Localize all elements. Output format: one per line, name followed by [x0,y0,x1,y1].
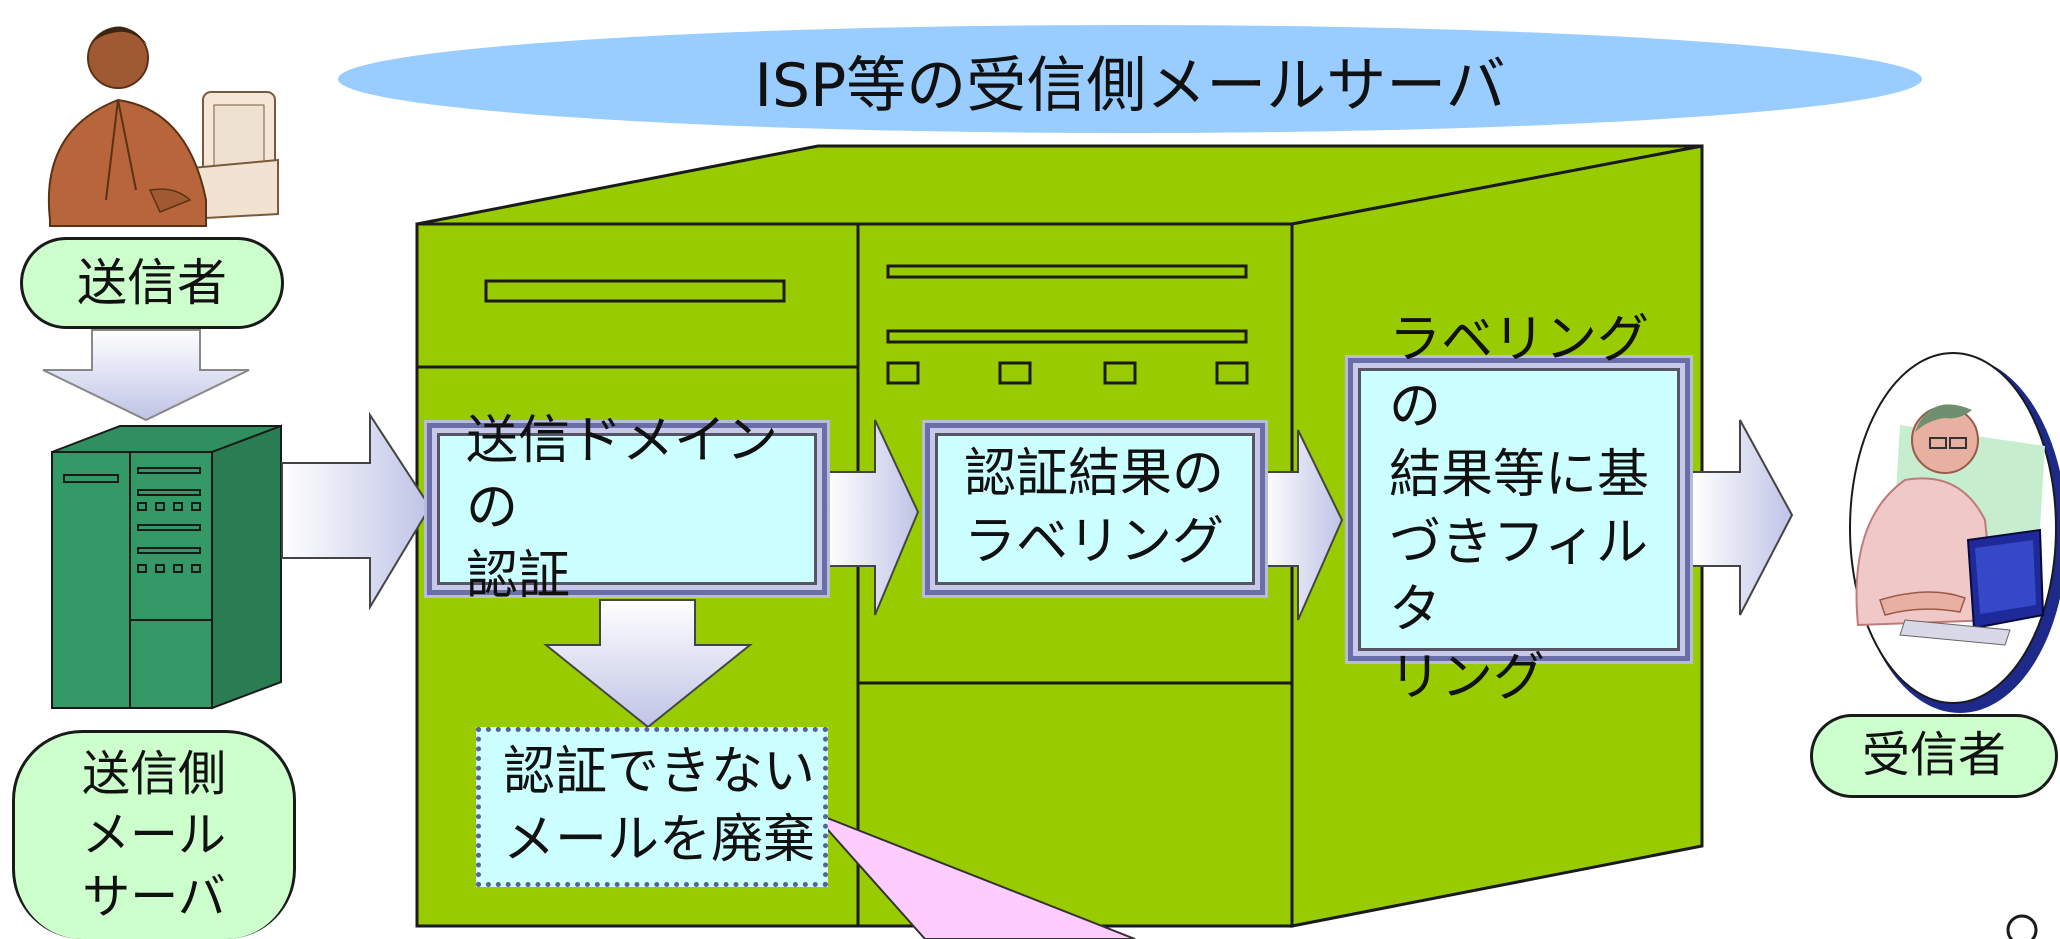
arrow-right-3 [1261,429,1344,621]
arrow-right-2 [827,419,920,616]
sender-server-icon [51,424,282,710]
page-number-icon [2006,914,2038,939]
step-labeling: 認証結果の ラベリング [935,433,1255,585]
sender-person-icon [47,26,279,227]
page-title: ISP等の受信側メールサーバ [754,50,1506,121]
callout-pointer [811,811,1136,939]
arrow-right-1 [281,411,432,611]
sender-server-label: 送信側 メール サーバ [12,730,296,939]
step-discard: 認証できない メールを廃棄 [476,727,828,887]
receiver-person-icon [1849,352,2060,713]
arrow-right-4 [1691,419,1794,616]
sender-label: 送信者 [20,237,284,329]
receiver-label: 受信者 [1810,714,2058,798]
step-domain-auth: 送信ドメインの 認証 [437,411,817,606]
arrow-down-sender [42,329,250,422]
title-ellipse [338,25,1922,133]
arrow-down-discard [543,599,753,729]
